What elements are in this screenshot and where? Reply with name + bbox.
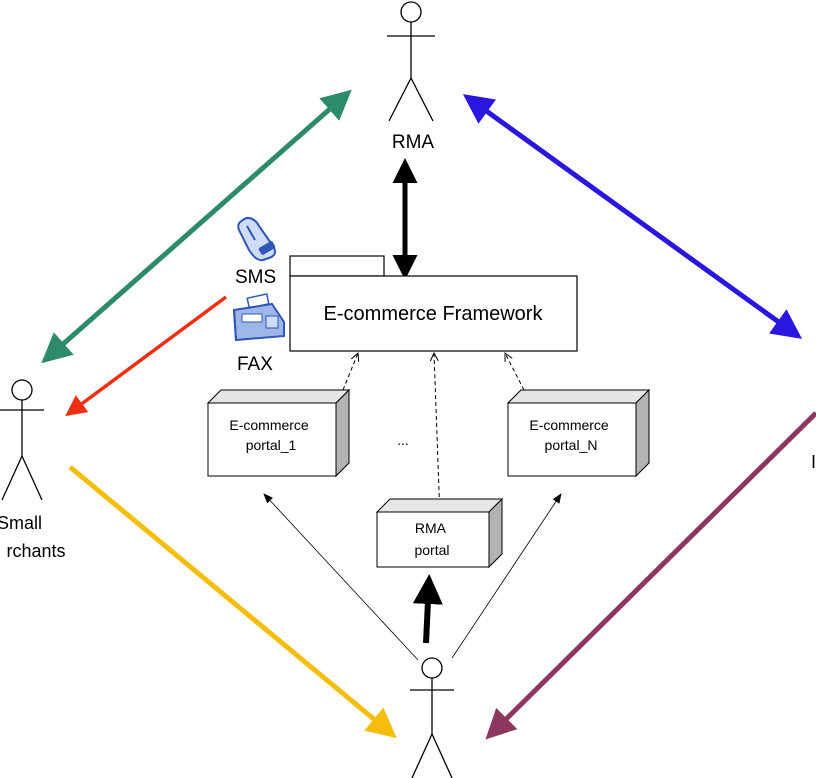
portal-1-label-line2: portal_1 — [246, 437, 297, 453]
red-arrow — [65, 295, 228, 417]
portals-ellipsis: ... — [397, 432, 409, 448]
portalN-dependency-arrow — [505, 353, 525, 391]
framework-label: E-commerce Framework — [324, 303, 544, 325]
fax-machine-icon — [232, 293, 285, 342]
ecommerce-portal-1: E-commerce portal_1 — [206, 388, 351, 478]
small-merchants-label: Small rchants — [0, 513, 66, 561]
rma-portal-label-line2: portal — [414, 542, 449, 558]
ecommerce-portal-n: E-commerce portal_N — [506, 388, 651, 478]
bottom-to-rma-portal-arrow — [412, 574, 443, 644]
rma-actor-label: RMA — [392, 132, 435, 153]
right-actor-label: I — [811, 452, 816, 472]
portal-n-label: E-commerce portal_N — [529, 417, 612, 453]
ecommerce-framework-package: E-commerce Framework — [289, 255, 578, 352]
bottom-to-portal1-arrow — [263, 493, 419, 661]
mobile-phone-icon — [237, 217, 277, 262]
bottom-to-portalN-arrow — [451, 493, 562, 659]
portal-1-label-line1: E-commerce — [229, 417, 309, 433]
small-merchants-label-line2: rchants — [6, 541, 65, 561]
rma-portal-dependency-arrow — [434, 353, 441, 519]
portal-n-label-line1: E-commerce — [529, 417, 609, 433]
small-merchants-actor — [0, 379, 44, 501]
rma-actor — [387, 1, 435, 122]
green-double-arrow — [41, 89, 352, 364]
portal-1-label: E-commerce portal_1 — [229, 417, 312, 453]
portal-n-label-line2: portal_N — [545, 437, 598, 453]
purple-arrow — [485, 411, 816, 740]
blue-double-arrow — [462, 94, 803, 339]
bottom-actor — [410, 657, 454, 778]
yellow-arrow — [68, 465, 397, 739]
rma-portal-label: RMA portal — [414, 520, 449, 558]
portal1-dependency-arrow — [342, 353, 358, 391]
rma-portal: RMA portal — [375, 497, 504, 569]
fax-label: FAX — [237, 354, 273, 375]
rma-portal-label-line1: RMA — [415, 520, 447, 536]
sms-label: SMS — [235, 267, 276, 288]
small-merchants-label-line1: Small — [0, 513, 42, 533]
